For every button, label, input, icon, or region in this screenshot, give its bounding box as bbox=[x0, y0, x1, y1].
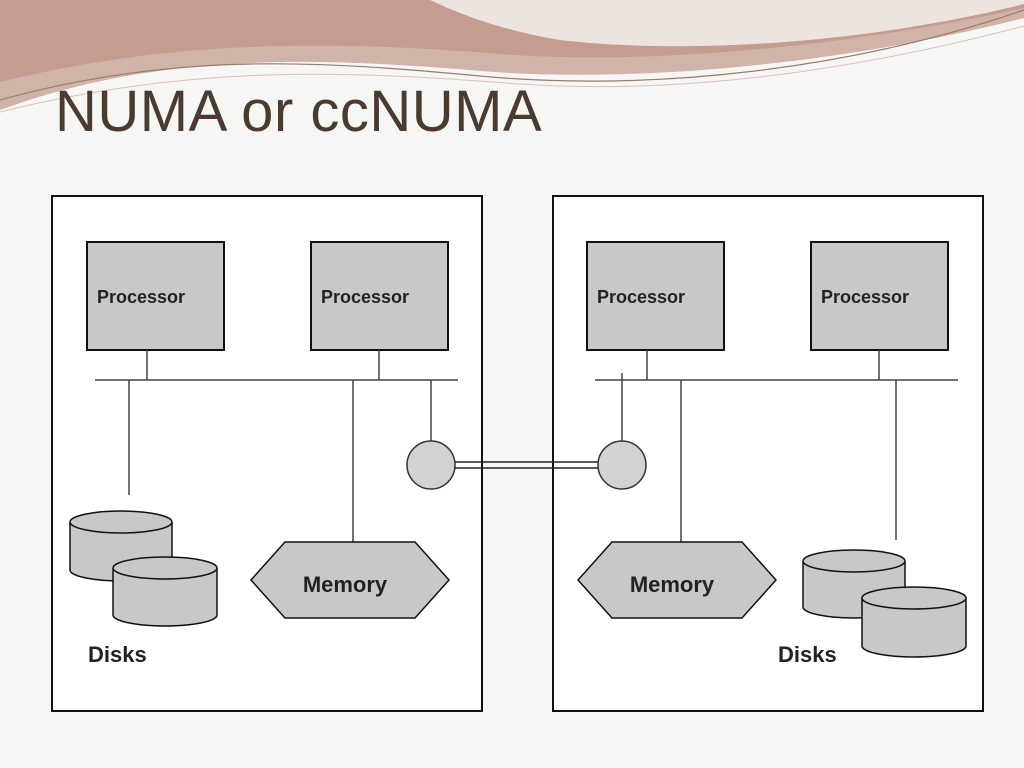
memory: Memory bbox=[249, 541, 451, 619]
memory-label: Memory bbox=[303, 572, 388, 597]
processor-label: Processor bbox=[597, 287, 685, 307]
processor: Processor bbox=[586, 241, 725, 351]
slide-title: NUMA or ccNUMA bbox=[55, 79, 543, 144]
processor-label: Processor bbox=[821, 287, 909, 307]
disks-label: Disks bbox=[88, 642, 147, 667]
disk-cylinder bbox=[861, 586, 967, 658]
processor: Processor bbox=[310, 241, 449, 351]
interconnect-adapter bbox=[597, 440, 647, 490]
memory: Memory bbox=[576, 541, 778, 619]
disk-stack bbox=[802, 549, 967, 658]
processor-label: Processor bbox=[97, 287, 185, 307]
disk-stack bbox=[69, 510, 218, 627]
interconnect-adapter bbox=[406, 440, 456, 490]
processor-label: Processor bbox=[321, 287, 409, 307]
disk-cylinder bbox=[112, 556, 218, 627]
processor: Processor bbox=[86, 241, 225, 351]
numa-node-2: Processor Processor Memory Disks bbox=[552, 195, 984, 712]
processor: Processor bbox=[810, 241, 949, 351]
disks-label: Disks bbox=[778, 642, 837, 667]
interconnect-link bbox=[455, 461, 598, 469]
memory-label: Memory bbox=[630, 572, 715, 597]
header-swoosh-decoration bbox=[0, 0, 1024, 113]
numa-node-1: Processor Processor Memory Disk bbox=[51, 195, 483, 712]
